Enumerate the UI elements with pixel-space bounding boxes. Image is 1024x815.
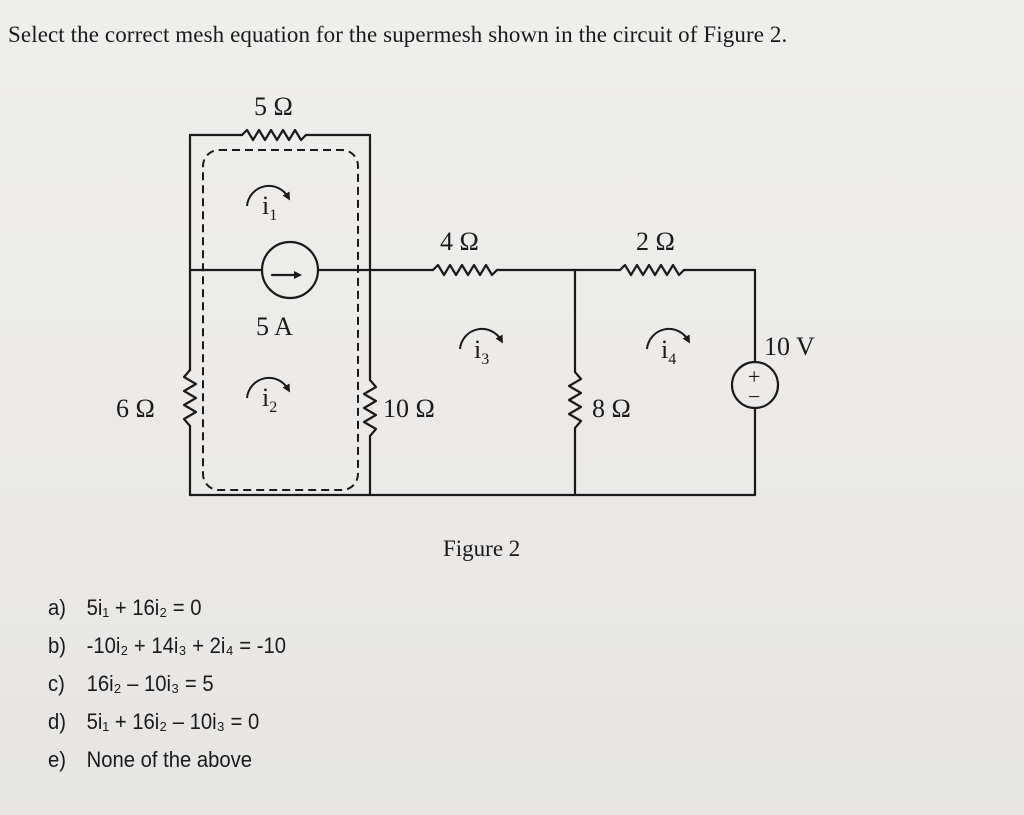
option-text: None of the above bbox=[86, 747, 253, 772]
figure-caption: Figure 2 bbox=[443, 536, 520, 561]
option-letter: a) bbox=[48, 595, 66, 620]
label-10ohm: 10 Ω bbox=[383, 394, 435, 423]
voltage-source bbox=[730, 360, 780, 410]
mesh-label-i2: i2 bbox=[262, 383, 277, 416]
voltage-plus-sign: + bbox=[748, 364, 760, 389]
option-a[interactable]: a) 5i₁ + 16i₂ = 0 bbox=[48, 595, 201, 621]
option-letter: d) bbox=[48, 709, 66, 734]
resistor-6ohm bbox=[182, 368, 198, 428]
label-5a: 5 A bbox=[256, 312, 293, 341]
label-2ohm: 2 Ω bbox=[636, 227, 675, 256]
option-letter: c) bbox=[48, 671, 65, 696]
mesh-arc-i1-icon bbox=[246, 184, 290, 207]
resistor-5ohm bbox=[240, 128, 308, 142]
label-8ohm: 8 Ω bbox=[592, 394, 631, 423]
option-text: 5i₁ + 16i₂ = 0 bbox=[86, 595, 202, 620]
option-text: 16i₂ – 10i₃ = 5 bbox=[86, 671, 214, 696]
mesh-label-i1: i1 bbox=[262, 191, 277, 224]
option-b[interactable]: b) -10i₂ + 14i₃ + 2i₄ = -10 bbox=[48, 633, 286, 659]
resistor-10ohm bbox=[362, 378, 378, 438]
mesh-arc-i4-icon bbox=[646, 327, 690, 350]
mesh-arc-i2-icon bbox=[246, 376, 290, 399]
supermesh-outline bbox=[202, 149, 359, 491]
question-text: Select the correct mesh equation for the… bbox=[8, 22, 788, 47]
label-10v: 10 V bbox=[764, 332, 815, 361]
mesh-label-i3: i3 bbox=[474, 335, 489, 368]
option-text: -10i₂ + 14i₃ + 2i₄ = -10 bbox=[86, 633, 286, 658]
current-source bbox=[260, 240, 320, 300]
resistor-8ohm bbox=[567, 370, 583, 430]
option-text: 5i₁ + 16i₂ – 10i₃ = 0 bbox=[86, 709, 260, 734]
label-5ohm: 5 Ω bbox=[254, 92, 293, 121]
option-c[interactable]: c) 16i₂ – 10i₃ = 5 bbox=[48, 671, 214, 697]
option-letter: b) bbox=[48, 633, 66, 658]
mesh-arc-i3-icon bbox=[459, 327, 503, 350]
option-e[interactable]: e) None of the above bbox=[48, 747, 252, 773]
voltage-minus-sign: − bbox=[748, 384, 760, 409]
option-d[interactable]: d) 5i₁ + 16i₂ – 10i₃ = 0 bbox=[48, 709, 259, 735]
label-6ohm: 6 Ω bbox=[116, 394, 155, 423]
option-letter: e) bbox=[48, 747, 66, 772]
resistor-4ohm bbox=[431, 263, 499, 277]
mesh-label-i4: i4 bbox=[661, 335, 676, 368]
resistor-2ohm bbox=[618, 263, 686, 277]
label-4ohm: 4 Ω bbox=[440, 227, 479, 256]
